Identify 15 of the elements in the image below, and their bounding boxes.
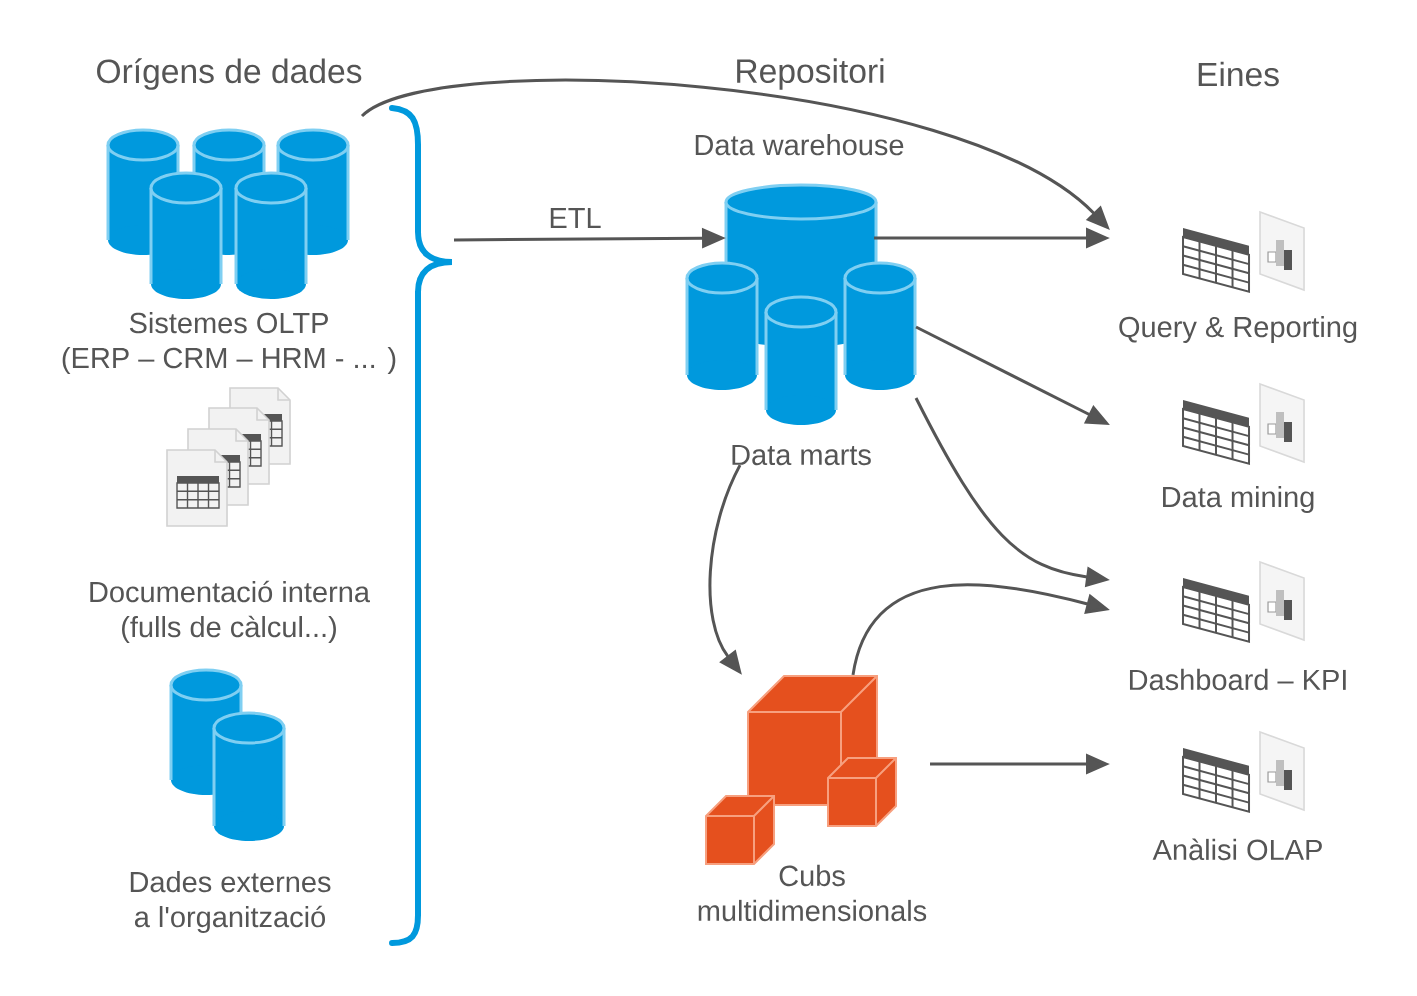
node-label: Data warehouse xyxy=(695,134,904,156)
node-label: Cubs multidimensionals xyxy=(698,864,927,922)
node-label: Documentació interna (fulls de càlcul...) xyxy=(90,580,370,644)
node-label: Data marts xyxy=(732,444,871,466)
column-heading: Repositori xyxy=(737,58,884,90)
node-label: Anàlisi OLAP xyxy=(1152,838,1322,861)
column-heading: Eines xyxy=(1198,61,1279,87)
node-label: Dashboard – KPI xyxy=(1129,668,1346,691)
node-label: Sistemes OLTP (ERP – CRM – HRM - ... ) xyxy=(62,312,396,375)
node-label: Dades externes a l'organització xyxy=(130,871,331,933)
edge-label: ETL xyxy=(546,206,604,230)
node-label: Data mining xyxy=(1163,486,1314,513)
node-label: Query & Reporting xyxy=(1119,316,1357,343)
column-heading: Orígens de dades xyxy=(97,58,362,90)
curly-brace xyxy=(389,105,455,946)
